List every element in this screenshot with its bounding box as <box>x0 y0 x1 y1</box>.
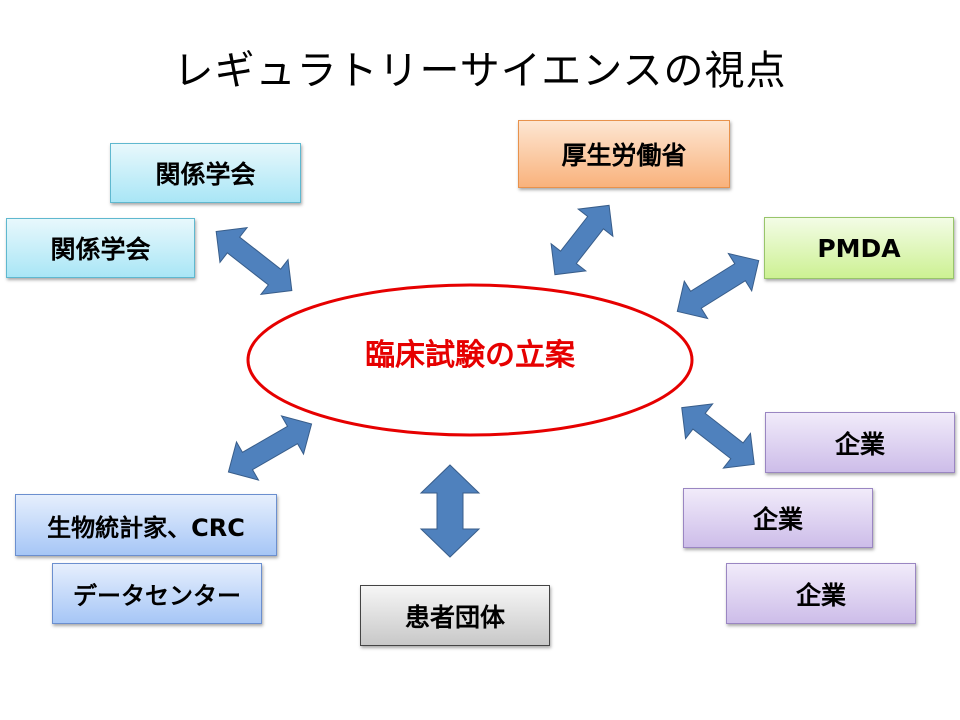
box-company-1: 企業 <box>765 412 955 473</box>
arrow-society <box>215 227 293 295</box>
box-datacenter: データセンター <box>52 563 262 624</box>
arrow-mhlw <box>550 204 614 276</box>
box-company-2: 企業 <box>683 488 873 548</box>
box-biostat: 生物統計家、CRC <box>15 494 277 556</box>
center-ellipse <box>246 283 694 437</box>
arrow-patients <box>419 464 481 558</box>
box-company-3: 企業 <box>726 563 916 624</box>
slide-title: レギュラトリーサイエンスの視点 <box>173 48 787 94</box>
arrow-company <box>681 403 755 469</box>
box-mhlw: 厚生労働省 <box>518 120 730 188</box>
box-pmda: PMDA <box>764 217 954 279</box>
box-society-1: 関係学会 <box>110 143 301 203</box>
box-society-2: 関係学会 <box>6 218 195 278</box>
box-patients: 患者団体 <box>360 585 550 646</box>
arrow-pmda <box>676 252 760 320</box>
arrow-biostat <box>227 415 313 481</box>
center-label: 臨床試験の立案 <box>365 338 575 373</box>
